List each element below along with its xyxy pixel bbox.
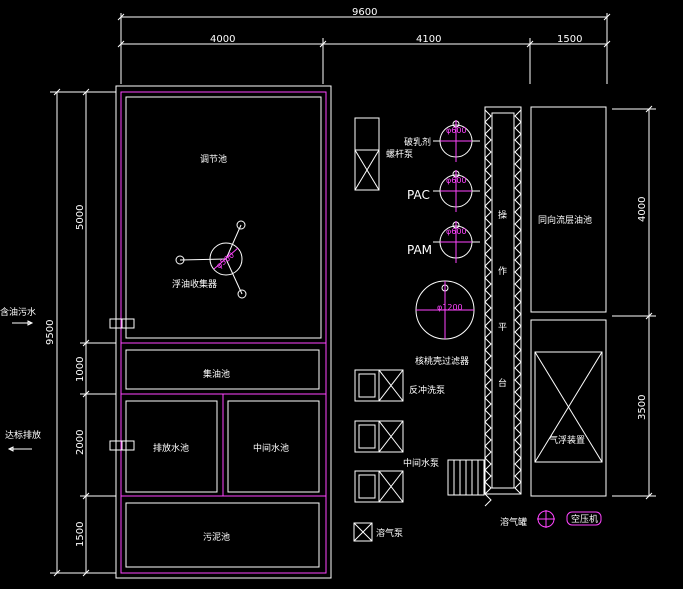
drain-water-tank xyxy=(125,400,218,493)
drain-water-tank-label: 排放水池 xyxy=(153,442,189,454)
dim-width-left: 4000 xyxy=(210,34,235,45)
discharge-label: 达标排放 xyxy=(5,429,41,441)
tank-2-dia-label: φ600 xyxy=(446,176,467,185)
dim-height-cleaning: 4000 xyxy=(637,197,648,222)
stairs xyxy=(447,459,485,496)
dim-height-oil: 1000 xyxy=(75,357,86,382)
pumps: 反冲洗泵 中间水泵 溶气泵 xyxy=(353,369,445,542)
dissolved-air-pump-label: 溶气泵 xyxy=(376,527,403,539)
air-flotation-device xyxy=(530,319,607,497)
sludge-tank xyxy=(125,502,320,568)
floating-oil-collector: φ500 浮油收集器 xyxy=(172,220,247,299)
intermediate-water-tank-label: 中间水池 xyxy=(253,442,289,454)
tank-1-dia-label: φ600 xyxy=(446,126,467,135)
inlet-outlet-annotations: 含油污水 达标排放 xyxy=(0,306,41,452)
oil-collection-tank-label: 集油池 xyxy=(203,368,230,380)
dosing-tanks: 破乳剂 φ600 PAC φ600 PAM φ600 xyxy=(404,120,480,263)
air-flotation-label: 气浮装置 xyxy=(549,434,585,446)
regulating-tank xyxy=(125,96,322,339)
platform-char-4: 台 xyxy=(498,377,507,389)
tank-3-dia-label: φ600 xyxy=(446,227,467,236)
demulsifier-label: 破乳剂 xyxy=(404,136,431,148)
top-dimensions: 9600 4000 4100 1500 xyxy=(117,7,611,84)
filter-dia-label: φ1200 xyxy=(437,303,463,312)
right-dimensions: 4000 3500 xyxy=(612,105,656,500)
oily-wastewater-label: 含油污水 xyxy=(0,306,36,318)
sludge-tank-label: 污泥池 xyxy=(203,531,230,543)
collector-dia-label: φ500 xyxy=(215,250,237,270)
main-tank-block: 调节池 集油池 排放水池 中间水池 污泥池 xyxy=(109,85,332,579)
screw-pump-label: 螺杆泵 xyxy=(386,148,413,160)
air-compressor-label: 空压机 xyxy=(571,513,598,525)
dim-height-total: 9500 xyxy=(45,320,56,345)
dim-width-right: 1500 xyxy=(557,34,582,45)
left-dimensions: 9500 5000 1000 2000 1500 xyxy=(45,88,116,577)
dim-height-sludge: 1500 xyxy=(75,522,86,547)
operating-platform: 操 作 平 台 xyxy=(484,106,522,507)
dim-height-water: 2000 xyxy=(75,430,86,455)
backwash-pump-label: 反冲洗泵 xyxy=(409,384,445,396)
regulating-tank-label: 调节池 xyxy=(200,153,227,165)
dim-height-flotation: 3500 xyxy=(637,395,648,420)
air-equipment: 溶气罐 空压机 xyxy=(500,510,602,528)
dim-total-width: 9600 xyxy=(352,7,377,18)
pam-label: PAM xyxy=(407,243,432,257)
nutshell-filter: φ1200 核桃壳过滤器 xyxy=(415,280,475,367)
dim-height-regulating: 5000 xyxy=(75,205,86,230)
platform-char-3: 平 xyxy=(498,322,507,333)
dim-width-middle: 4100 xyxy=(416,34,441,45)
intermediate-pump-label: 中间水泵 xyxy=(403,457,439,469)
right-units: 同向流层油池 气浮装置 xyxy=(530,106,607,497)
dissolved-air-tank-label: 溶气罐 xyxy=(500,516,527,528)
pac-label: PAC xyxy=(407,188,430,202)
nutshell-filter-label: 核桃壳过滤器 xyxy=(415,355,469,367)
co-current-flotation-label: 同向流层油池 xyxy=(538,214,592,226)
platform-char-2: 作 xyxy=(498,265,507,277)
intermediate-water-tank xyxy=(227,400,320,493)
floating-oil-collector-label: 浮油收集器 xyxy=(172,278,217,290)
dissolved-air-pump xyxy=(353,522,373,542)
platform-char-1: 操 xyxy=(498,209,507,221)
co-current-flotation-tank xyxy=(530,106,607,313)
oil-collection-tank xyxy=(125,349,320,390)
air-compressor xyxy=(566,511,602,526)
screw-pump: 螺杆泵 xyxy=(354,117,413,191)
